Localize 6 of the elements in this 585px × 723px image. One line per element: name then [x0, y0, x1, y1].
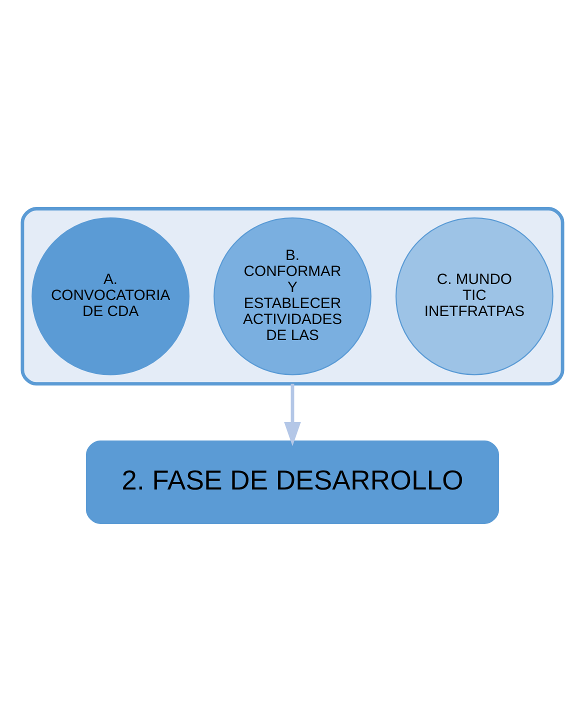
node-circle: B. CONFORMAR Y ESTABLECER ACTIVIDADES DE LAS — [214, 217, 372, 376]
node-box: 2. FASE DE DESARROLLO — [86, 440, 500, 524]
node-circle: A. CONVOCATORIA DE CDA — [32, 217, 190, 376]
cluster — [20, 207, 564, 386]
arrow — [284, 384, 301, 446]
node-circle: C. MUNDO TIC INETFRATPAS — [395, 217, 554, 376]
